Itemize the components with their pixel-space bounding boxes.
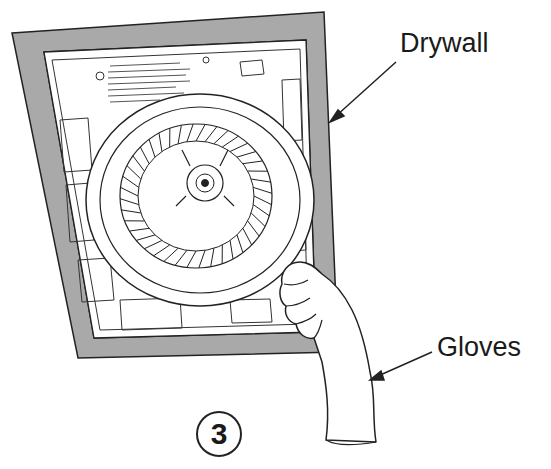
blower-vane	[248, 221, 259, 236]
blower-vane	[164, 248, 178, 261]
blower-vane	[154, 245, 170, 256]
fan-housing	[44, 40, 316, 338]
blower-vane	[243, 161, 262, 164]
blower-vane	[230, 240, 233, 258]
blower-vane	[214, 131, 228, 144]
step-circle	[197, 412, 241, 456]
blower-vane	[187, 251, 196, 267]
blower-vane	[251, 213, 265, 226]
blower-vane	[205, 127, 217, 142]
blower-vane	[121, 210, 140, 213]
gloved-hand	[280, 262, 376, 442]
blower-vane	[130, 228, 149, 231]
part-label: Drywall	[400, 30, 489, 57]
blower-vane	[230, 143, 248, 151]
blower-vane	[136, 235, 155, 241]
blower-vane	[144, 240, 162, 248]
callout-number: 3	[199, 419, 239, 449]
blower-vane	[199, 250, 205, 268]
blower-vane	[248, 171, 268, 172]
leader-line	[330, 62, 432, 380]
blower-vane	[222, 245, 223, 264]
blower-vane	[222, 136, 238, 147]
blower-vane	[175, 250, 187, 265]
glove-fingers	[284, 280, 376, 445]
blower-vane	[121, 187, 138, 196]
part-label: Gloves	[437, 334, 521, 361]
blower-vane	[243, 228, 252, 245]
blower-vane	[187, 124, 193, 142]
blower-vane	[253, 187, 272, 193]
blower-vane	[149, 139, 155, 157]
blower-vane	[251, 179, 270, 182]
blower-vane	[140, 147, 149, 164]
blower-wheel	[86, 94, 314, 306]
blower-vane	[169, 128, 170, 147]
blower-vane	[127, 166, 141, 179]
blower-vane	[237, 235, 243, 253]
blower-vane	[196, 125, 205, 141]
blower-vane	[178, 125, 181, 143]
blower-vane	[123, 176, 139, 187]
blower-vane	[159, 133, 162, 151]
blower-vane	[211, 248, 214, 266]
blower-vane	[133, 156, 144, 171]
blower-vane	[237, 152, 256, 158]
blower-vane	[254, 196, 271, 205]
blower-vane	[120, 199, 139, 205]
blower-vane	[253, 205, 269, 216]
blower-vane	[125, 220, 145, 221]
